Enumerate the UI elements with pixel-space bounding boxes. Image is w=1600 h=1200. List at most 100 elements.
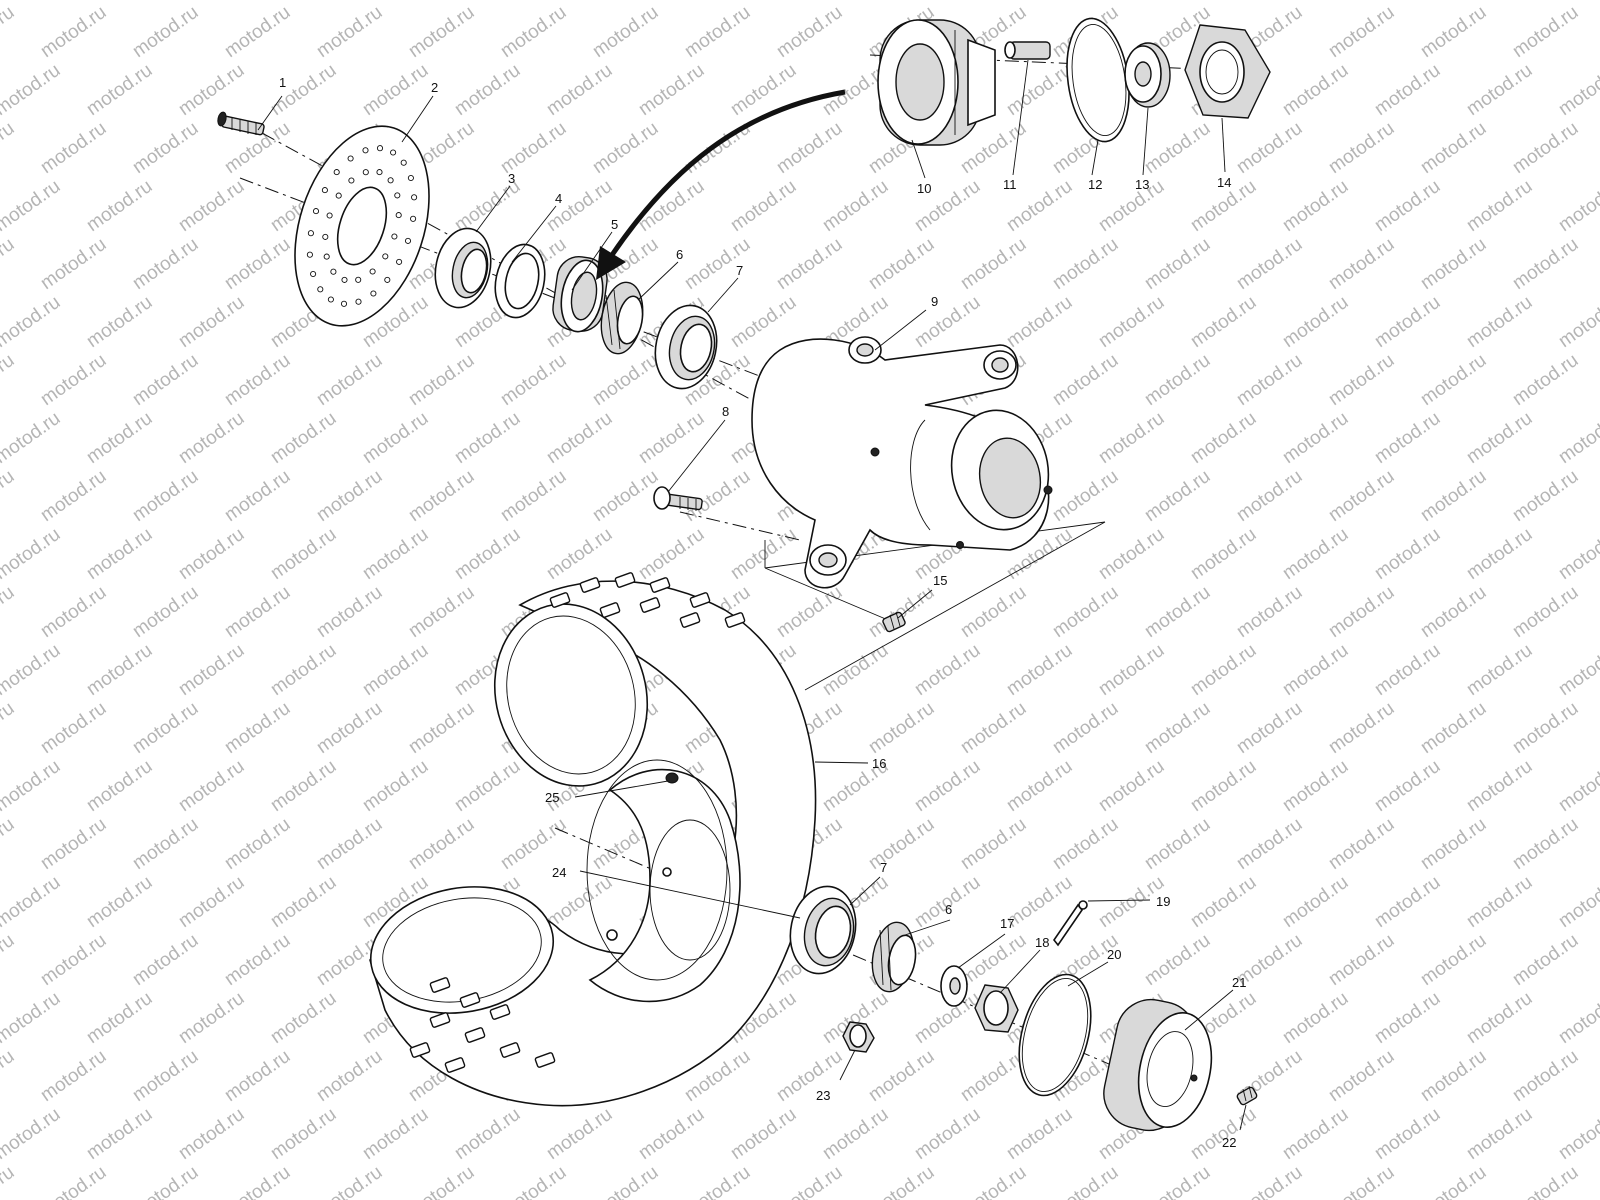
disc-vent-hole	[340, 300, 348, 307]
watermark-text: motod.ru	[911, 292, 984, 352]
disc-vent-hole	[355, 298, 362, 305]
watermark-text: motod.ru	[0, 118, 18, 178]
tread-block	[499, 1042, 521, 1058]
watermark-text: motod.ru	[1325, 930, 1398, 990]
watermark-text: motod.ru	[267, 640, 340, 700]
watermark-text: motod.ru	[1279, 292, 1352, 352]
watermark-text: motod.ru	[313, 1162, 386, 1200]
callout-15: 15	[933, 573, 947, 588]
watermark-text: motod.ru	[129, 698, 202, 758]
disc-vent-hole	[326, 212, 333, 219]
watermark-text: motod.ru	[727, 60, 800, 120]
disc-vent-hole	[376, 169, 383, 176]
watermark-text: motod.ru	[1509, 234, 1582, 294]
watermark-text: motod.ru	[1555, 756, 1600, 816]
watermark-text: motod.ru	[865, 814, 938, 874]
watermark-text: motod.ru	[1049, 466, 1122, 526]
watermark-text: motod.ru	[819, 640, 892, 700]
watermark-text: motod.ru	[1463, 524, 1536, 584]
callout-5: 5	[611, 217, 618, 232]
watermark-text: motod.ru	[37, 118, 110, 178]
watermark-text: motod.ru	[1417, 350, 1490, 410]
disc-vent-hole	[330, 268, 337, 275]
callout-21: 21	[1232, 975, 1246, 990]
watermark-text: motod.ru	[1187, 524, 1260, 584]
watermark-text: motod.ru	[1279, 0, 1352, 4]
watermark-text: motod.ru	[1463, 292, 1536, 352]
callout-12: 12	[1088, 177, 1102, 192]
watermark-text: motod.ru	[1233, 698, 1306, 758]
watermark-text: motod.ru	[1187, 1104, 1260, 1164]
callout-25: 25	[545, 790, 559, 805]
watermark-text: motod.ru	[1049, 234, 1122, 294]
watermark-text: motod.ru	[635, 524, 708, 584]
retaining-ring	[494, 243, 546, 319]
watermark-text: motod.ru	[681, 2, 754, 62]
watermark-text: motod.ru	[405, 350, 478, 410]
watermark-text: motod.ru	[175, 756, 248, 816]
watermark-text: motod.ru	[1187, 756, 1260, 816]
watermark-text: motod.ru	[37, 2, 110, 62]
watermark-text: motod.ru	[1555, 292, 1600, 352]
watermark-text: motod.ru	[0, 234, 18, 294]
watermark-text: motod.ru	[313, 1046, 386, 1106]
watermark-text: motod.ru	[865, 234, 938, 294]
tread-block	[649, 577, 671, 593]
watermark-text: motod.ru	[0, 292, 64, 352]
watermark-text: motod.ru	[359, 756, 432, 816]
watermark-text: motod.ru	[83, 408, 156, 468]
watermark-text: motod.ru	[1463, 408, 1536, 468]
callout-2: 2	[431, 80, 438, 95]
disc-vent-hole	[317, 286, 324, 293]
watermark-text: motod.ru	[1463, 176, 1536, 236]
watermark-text: motod.ru	[129, 2, 202, 62]
watermark-text: motod.ru	[129, 466, 202, 526]
tread-block	[549, 592, 571, 608]
watermark-text: motod.ru	[1095, 756, 1168, 816]
watermark-text: motod.ru	[175, 1104, 248, 1164]
watermark-text: motod.ru	[221, 930, 294, 990]
disc-vent-hole	[323, 253, 330, 260]
watermark-text: motod.ru	[0, 350, 18, 410]
watermark-text: motod.ru	[1417, 698, 1490, 758]
watermark-text: motod.ru	[1187, 292, 1260, 352]
callout-6b: 6	[945, 902, 952, 917]
watermark-text: motod.ru	[497, 1162, 570, 1200]
watermark-text: motod.ru	[0, 524, 64, 584]
disc-vent-hole	[410, 215, 417, 222]
watermark-text: motod.ru	[267, 988, 340, 1048]
disc-vent-hole	[376, 145, 384, 152]
watermark-text: motod.ru	[1417, 930, 1490, 990]
watermark-text: motod.ru	[1371, 292, 1444, 352]
steering-knuckle	[751, 336, 1053, 589]
watermark-text: motod.ru	[83, 988, 156, 1048]
watermark-text: motod.ru	[773, 2, 846, 62]
watermark-text: motod.ru	[359, 524, 432, 584]
disc-vent-hole	[355, 276, 362, 283]
watermark-text: motod.ru	[1003, 756, 1076, 816]
watermark-text: motod.ru	[405, 582, 478, 642]
disc-vent-hole	[362, 147, 369, 154]
disc-vent-hole	[306, 251, 313, 258]
watermark-text: motod.ru	[1325, 1162, 1398, 1200]
disc-vent-hole	[396, 258, 403, 265]
watermark-text: motod.ru	[83, 756, 156, 816]
disc-vent-hole	[362, 169, 369, 176]
assembly-arrow	[596, 89, 846, 280]
watermark-text: motod.ru	[175, 872, 248, 932]
watermark-text: motod.ru	[543, 0, 616, 4]
watermark-text: motod.ru	[497, 350, 570, 410]
spindle-bolt	[653, 486, 703, 511]
watermark-text: motod.ru	[1187, 408, 1260, 468]
cotter-pin	[1053, 900, 1088, 947]
watermark-text: motod.ru	[359, 640, 432, 700]
hub-cap-screw	[1236, 1085, 1258, 1106]
tread-block	[689, 592, 711, 608]
watermark-text: motod.ru	[175, 988, 248, 1048]
watermark-text: motod.ru	[1003, 1104, 1076, 1164]
watermark-text: motod.ru	[0, 756, 64, 816]
watermark-text: motod.ru	[0, 582, 18, 642]
disc-vent-hole	[382, 253, 389, 260]
watermark-text: motod.ru	[1555, 176, 1600, 236]
flat-washer	[940, 965, 968, 1007]
